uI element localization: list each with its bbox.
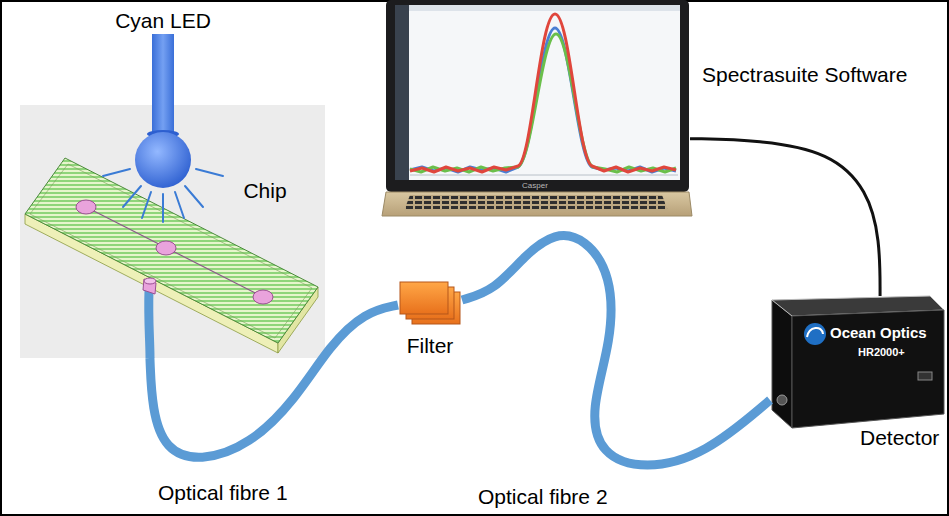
filter-illustration (400, 282, 460, 324)
optical-fibre (462, 236, 770, 465)
led-bulb (135, 132, 191, 188)
laptop-base (382, 192, 692, 216)
filter-plate (400, 282, 448, 314)
fibre-port (143, 279, 156, 294)
brand-text: Ocean Optics (830, 324, 927, 342)
microfluidic-chip: Chip (20, 105, 325, 358)
chip-panel (20, 105, 325, 358)
led-stem (152, 34, 174, 138)
usb-port (918, 372, 932, 380)
fibre-label: Optical fibre 1 (158, 480, 288, 505)
light-ray (175, 192, 184, 218)
chip-illustration (20, 105, 325, 358)
spectrum-curve (410, 14, 676, 172)
laptop-screen (395, 5, 680, 180)
component-label: Chip (243, 178, 286, 203)
optical-fibre (150, 305, 398, 457)
detector-port (777, 395, 787, 405)
fibre-in-chip (149, 290, 150, 358)
fibre-label: Optical fibre 2 (478, 484, 608, 509)
brand-mark: Casper (522, 181, 548, 191)
light-ray (123, 186, 141, 207)
spectrometer-detector: Ocean OpticsHR2000+Detector (770, 296, 945, 434)
light-ray (142, 192, 151, 218)
light-ray (162, 194, 164, 222)
optical-filter: Filter (398, 280, 462, 326)
chip-well (253, 290, 273, 304)
laptop-bezel (386, 0, 689, 192)
chart-axis (410, 175, 678, 176)
led-illustration (103, 34, 223, 222)
fibre-port (144, 278, 156, 284)
software-toolbar (409, 5, 680, 11)
laptop-illustration (382, 0, 692, 216)
laptop-keyboard (404, 195, 668, 211)
component-label: Cyan LED (115, 8, 211, 33)
component-label: Spectrasuite Software (702, 62, 907, 87)
detector-side (772, 300, 792, 428)
brand-logo (807, 328, 823, 337)
chip-well (76, 200, 96, 214)
usb-cable (690, 139, 880, 296)
chip-inner-outline (30, 164, 312, 338)
detector-illustration (772, 296, 944, 428)
light-ray (196, 169, 223, 176)
microchannel (86, 207, 263, 297)
component-label: Detector (860, 425, 939, 450)
light-ray (103, 169, 130, 176)
spectrum-curve (410, 34, 676, 172)
chip-well (156, 241, 176, 255)
brand-logo (804, 323, 826, 345)
component-label: Filter (407, 333, 454, 358)
software-sidebar (395, 5, 409, 180)
light-ray (185, 186, 203, 207)
detector-front (792, 310, 944, 428)
model-text: HR2000+ (858, 346, 905, 359)
led-component: Cyan LED (133, 34, 193, 190)
